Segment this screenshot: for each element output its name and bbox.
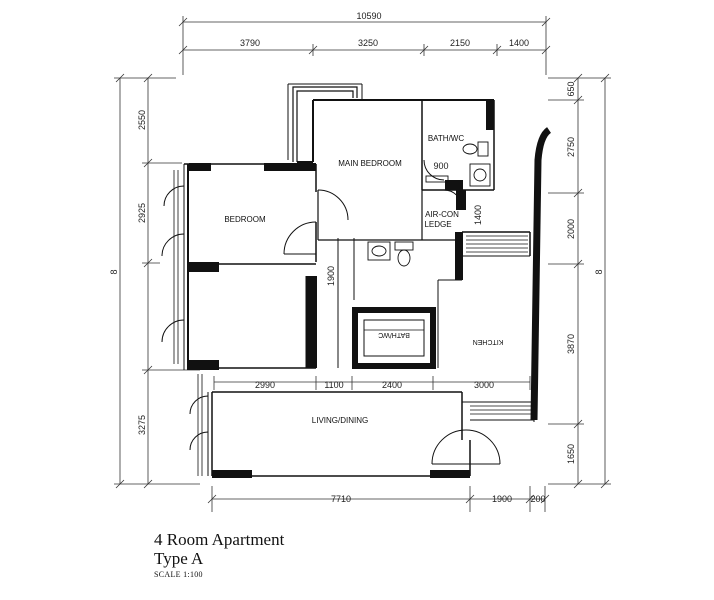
dim-left-1: 2550 [137, 110, 147, 130]
dim-right-5: 1650 [566, 444, 576, 464]
basin-icon [469, 163, 491, 187]
dim-inner-2: 1100 [324, 380, 343, 390]
dim-inner-1900: 1900 [326, 266, 336, 286]
title-block: 4 Room Apartment Type A SCALE 1:100 [154, 530, 284, 582]
dim-right-overall: 8 [594, 269, 604, 274]
window-frames [173, 170, 203, 476]
dimension-lines [114, 16, 611, 512]
service-yard [352, 307, 436, 369]
kitchen-grille [466, 235, 532, 415]
room-main-bedroom: MAIN BEDROOM [338, 159, 402, 168]
dim-inner-3: 2400 [382, 380, 402, 390]
dim-top-4: 1400 [509, 38, 529, 48]
room-bedroom: BEDROOM [224, 215, 266, 224]
toilet-icon [477, 141, 489, 157]
room-living-dining: LIVING/DINING [312, 416, 368, 425]
wall-blocks [189, 100, 494, 478]
doors [161, 159, 501, 465]
dim-inner-1400: 1400 [473, 205, 483, 225]
dim-inner-1: 2990 [255, 380, 275, 390]
dim-right-1: 650 [566, 81, 576, 96]
plan-subtitle: Type A [154, 549, 204, 568]
dim-left-2: 2925 [137, 203, 147, 223]
plan-scale: SCALE 1:100 [154, 570, 203, 579]
walls [183, 83, 535, 477]
dim-bottom-2: 1900 [492, 494, 512, 504]
dim-bottom-3: 200 [530, 494, 545, 504]
room-air-con-ledge-2: LEDGE [424, 220, 451, 229]
room-air-con-ledge-1: AIR-CON [425, 210, 459, 219]
dim-right-4: 3870 [566, 334, 576, 354]
curved-facade [530, 127, 552, 421]
room-bath-wc: BATH/WC [428, 134, 465, 143]
plan-title: 4 Room Apartment [154, 530, 285, 549]
dim-bottom-1: 7710 [331, 494, 351, 504]
room-bath-small: BATH/WC [378, 331, 410, 338]
room-kitchen: KITCHEN [473, 338, 504, 345]
dim-left-overall: 8 [109, 269, 119, 274]
toilet-icon [394, 241, 414, 251]
fixtures [367, 141, 491, 267]
dimension-labels: 10590 3790 3250 2150 1400 2550 2925 3275… [109, 11, 604, 504]
dim-left-3: 3275 [137, 415, 147, 435]
dim-top-3: 2150 [450, 38, 470, 48]
room-labels: MAIN BEDROOM BEDROOM BATH/WC AIR-CON LED… [224, 134, 503, 425]
dim-top-2: 3250 [358, 38, 378, 48]
dim-top-1: 3790 [240, 38, 260, 48]
dim-inner-900: 900 [433, 161, 448, 171]
dim-top-overall: 10590 [356, 11, 381, 21]
dim-right-3: 2000 [566, 219, 576, 239]
dim-inner-4: 3000 [474, 380, 494, 390]
dim-right-2: 2750 [566, 137, 576, 157]
basin-icon [367, 241, 391, 261]
